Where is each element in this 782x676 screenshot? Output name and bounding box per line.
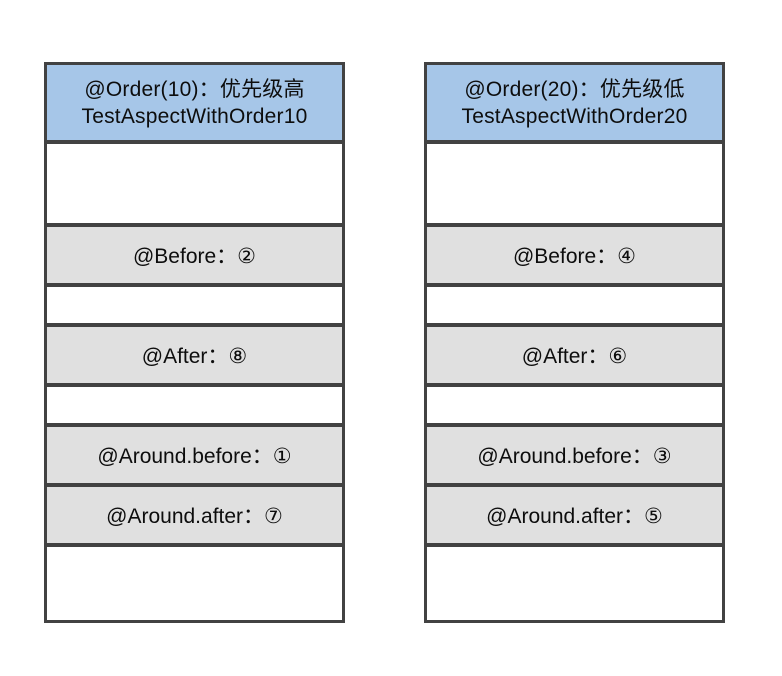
empty-cell <box>47 283 342 323</box>
around-after-advice-label: @Around.after：⑦ <box>106 505 283 528</box>
empty-cell <box>427 543 722 620</box>
after-advice-label: @After：⑥ <box>521 345 628 368</box>
aspect-header-order10: @Order(10)：优先级高 TestAspectWithOrder10 <box>47 65 342 140</box>
around-before-advice-label: @Around.before：① <box>97 445 292 468</box>
around-after-advice-cell: @Around.after：⑤ <box>427 483 722 543</box>
around-after-advice-label: @Around.after：⑤ <box>486 505 663 528</box>
aspect-header-order20: @Order(20)：优先级低 TestAspectWithOrder20 <box>427 65 722 140</box>
empty-cell <box>427 383 722 423</box>
around-before-advice-cell: @Around.before：③ <box>427 423 722 483</box>
empty-cell <box>427 140 722 223</box>
before-advice-label: @Before：② <box>132 245 257 268</box>
around-before-advice-label: @Around.before：③ <box>477 445 672 468</box>
before-advice-cell: @Before：④ <box>427 223 722 283</box>
aspect-class-name: TestAspectWithOrder20 <box>461 104 688 128</box>
before-advice-cell: @Before：② <box>47 223 342 283</box>
empty-cell <box>47 543 342 620</box>
empty-cell <box>427 283 722 323</box>
aspect-class-name: TestAspectWithOrder10 <box>81 104 308 128</box>
after-advice-cell: @After：⑧ <box>47 323 342 383</box>
after-advice-label: @After：⑧ <box>141 345 248 368</box>
aspect-column-order20: @Order(20)：优先级低 TestAspectWithOrder20 @B… <box>424 62 725 623</box>
empty-cell <box>47 140 342 223</box>
aspect-column-order10: @Order(10)：优先级高 TestAspectWithOrder10 @B… <box>44 62 345 623</box>
around-before-advice-cell: @Around.before：① <box>47 423 342 483</box>
around-after-advice-cell: @Around.after：⑦ <box>47 483 342 543</box>
order-annotation-text: @Order(20)：优先级低 <box>464 77 685 101</box>
after-advice-cell: @After：⑥ <box>427 323 722 383</box>
before-advice-label: @Before：④ <box>512 245 637 268</box>
empty-cell <box>47 383 342 423</box>
order-annotation-text: @Order(10)：优先级高 <box>84 77 305 101</box>
